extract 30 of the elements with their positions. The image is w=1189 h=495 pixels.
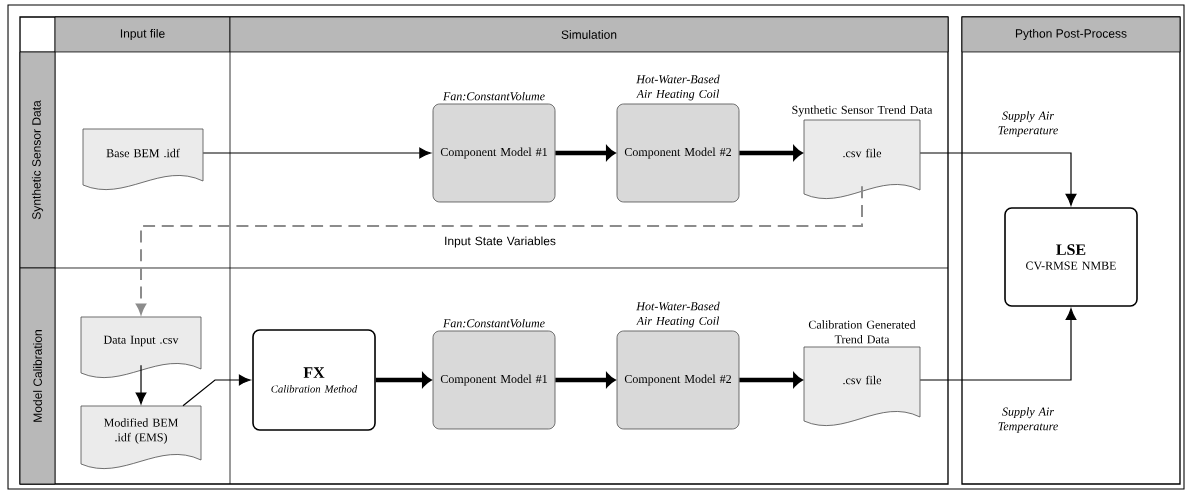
arrow — [202, 147, 432, 159]
caption-text: Synthetic Sensor Trend Data — [792, 105, 933, 117]
row-header: Model Calibration — [19, 267, 56, 485]
caption-text: Hot-Water-Based Air Heating Coil — [636, 74, 720, 101]
process-box: Component Model #2 — [616, 103, 740, 203]
arrow — [919, 308, 1077, 381]
process-box: FX Calibration Method — [252, 329, 376, 431]
edge-label: Supply Air Temperature — [998, 111, 1058, 137]
arrow — [182, 374, 251, 407]
arrow — [555, 145, 616, 161]
arrow — [135, 364, 147, 405]
caption-text: Fan:ConstantVolume — [442, 318, 545, 328]
process-box: Component Model #2 — [616, 330, 740, 430]
row-header: Synthetic Sensor Data — [19, 51, 56, 269]
process-box: LSE CV-RMSE NMBE — [1004, 207, 1138, 307]
caption-text: Fan:ConstantVolume — [442, 91, 545, 101]
arrow — [919, 152, 1077, 206]
arrow — [375, 372, 432, 388]
caption-text: Hot-Water-Based Air Heating Coil — [636, 301, 720, 328]
arrow — [739, 372, 803, 388]
arrow — [739, 145, 803, 161]
edge-label: Supply Air Temperature — [998, 407, 1058, 433]
arrow — [135, 185, 863, 315]
caption-text: Calibration Generated Trend Data — [808, 320, 916, 344]
arrow — [555, 372, 616, 388]
column-header: Input file — [54, 16, 231, 53]
process-box: Component Model #1 — [432, 330, 556, 430]
process-box: Component Model #1 — [432, 103, 556, 203]
edge-label: Input State Variables — [445, 236, 556, 248]
column-header: Python Post-Process — [961, 16, 1181, 53]
